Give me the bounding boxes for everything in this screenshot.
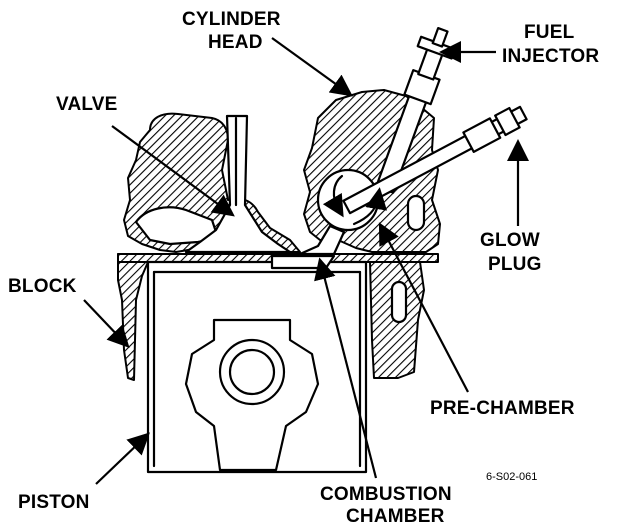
label-pre-chamber: PRE-CHAMBER [430, 398, 575, 419]
figure-code: 6-S02-061 [486, 471, 537, 483]
label-fuel-injector-line2: INJECTOR [502, 46, 599, 67]
engine-block [117, 253, 439, 381]
cylinder-head-left [123, 112, 301, 253]
swirl-arrows [322, 174, 388, 226]
label-glow-plug-line1: GLOW [480, 230, 540, 251]
leader-combustion-chamber [314, 257, 378, 479]
glow-plug [342, 105, 528, 215]
label-combustion-chamber-line1: COMBUSTION [320, 484, 452, 505]
piston [146, 254, 368, 474]
label-combustion-chamber-line2: CHAMBER [346, 506, 445, 526]
label-fuel-injector-line1: FUEL [524, 22, 575, 43]
label-piston: PISTON [18, 492, 90, 513]
label-glow-plug-line2: PLUG [488, 254, 542, 275]
label-valve: VALVE [56, 94, 118, 115]
leader-cylinder-head [271, 37, 353, 97]
leader-piston [95, 432, 150, 485]
label-cylinder-head-line2: HEAD [208, 32, 263, 53]
leader-block [83, 299, 130, 348]
leader-lines [83, 37, 529, 485]
leader-valve [111, 125, 235, 217]
valve [184, 114, 292, 254]
leader-pre-chamber [378, 222, 469, 393]
label-block: BLOCK [8, 276, 77, 297]
label-cylinder-head-line1: CYLINDER [182, 9, 281, 30]
